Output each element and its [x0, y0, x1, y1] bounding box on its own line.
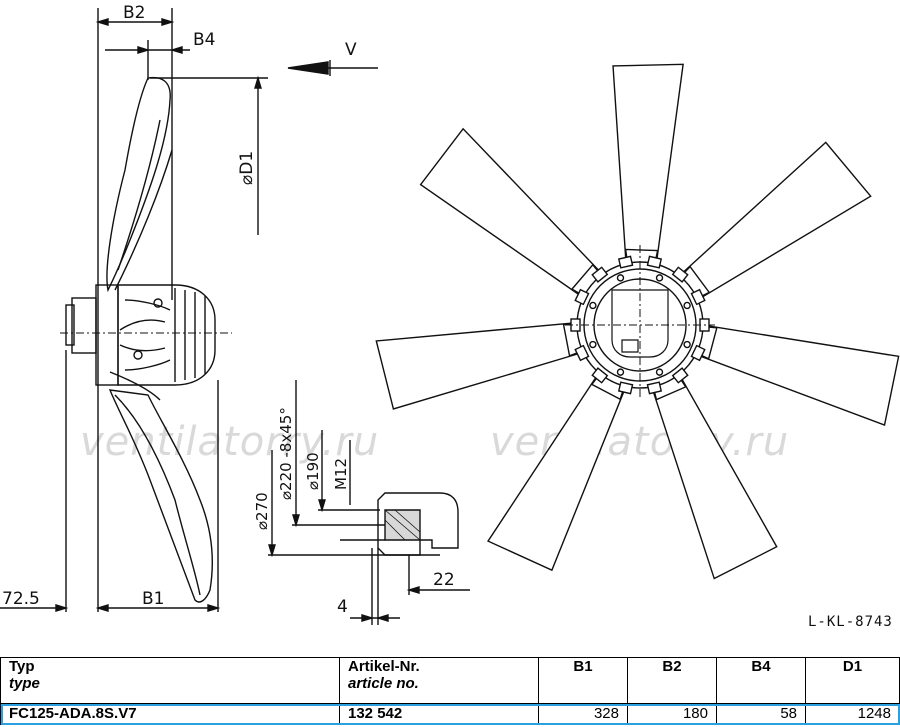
hub-bolt: [616, 368, 625, 376]
header-b1: B1: [538, 656, 628, 705]
hub-lug: [671, 367, 689, 384]
fan-blade: [419, 127, 605, 300]
flange-detail: [268, 380, 470, 625]
watermark-left: ventilatorry.ru: [80, 419, 379, 465]
cell-b4: 58: [716, 703, 806, 725]
hub-bolt: [683, 301, 691, 310]
hub-lug: [690, 288, 706, 306]
hub-bolt: [655, 368, 664, 376]
dim-b1-label: B1: [142, 589, 164, 609]
hub-bolt: [683, 340, 691, 349]
hub-lug: [591, 266, 609, 283]
fan-blades: [375, 63, 900, 580]
dim-v-label: V: [345, 40, 357, 60]
hub-lug: [574, 344, 590, 362]
fan-blade: [612, 63, 684, 269]
fan-blade: [650, 371, 778, 580]
hub-lug: [591, 367, 609, 384]
spec-table: Typ type Artikel-Nr. article no. B1 B2 B…: [0, 656, 900, 725]
hub-lug: [574, 288, 590, 306]
cell-d1: 1248: [805, 703, 900, 725]
watermark-right: ventilatorry.ru: [490, 419, 789, 465]
header-type: Typ type: [0, 656, 340, 705]
cell-b1: 328: [538, 703, 628, 725]
dim-d270-label: ⌀270: [253, 492, 271, 530]
hub-lug: [617, 381, 634, 395]
hub-lug: [690, 344, 706, 362]
dim-d220-label: ⌀220 -8x45°: [277, 407, 295, 500]
dim-b2-label: B2: [123, 3, 145, 23]
cell-b2: 180: [627, 703, 717, 725]
hub-bolt: [589, 340, 597, 349]
fan-technical-drawing: ventilatorry.ru ventilatorry.ru: [0, 3, 900, 630]
dim-4-label: 4: [337, 597, 348, 617]
hub-bolt: [616, 274, 625, 282]
dim-22-label: 22: [433, 570, 455, 590]
table-row[interactable]: FC125-ADA.8S.V7 132 542 328 180 58 1248: [0, 703, 900, 725]
hub-bolt: [655, 274, 664, 282]
header-b4: B4: [716, 656, 806, 705]
dim-d190-label: ⌀190: [304, 452, 322, 490]
fan-blade: [487, 369, 628, 572]
dim-b4-label: B4: [193, 30, 215, 50]
dim-m12-label: M12: [332, 458, 350, 490]
side-view: [0, 8, 378, 612]
hub-bolt: [589, 301, 597, 310]
cell-article: 132 542: [339, 703, 539, 725]
hub-lug: [617, 255, 634, 269]
fan-blade: [375, 321, 587, 410]
hub-lug: [671, 266, 689, 283]
fan-blade: [692, 324, 900, 426]
dim-d1-label: ⌀D1: [237, 151, 257, 185]
hub-lug: [646, 255, 663, 269]
header-b2: B2: [627, 656, 717, 705]
header-d1: D1: [805, 656, 900, 705]
table-header-row: Typ type Artikel-Nr. article no. B1 B2 B…: [0, 656, 900, 705]
drawing-code: L-KL-8743: [808, 614, 893, 630]
header-article: Artikel-Nr. article no.: [339, 656, 539, 705]
dim-offset-label: 72.5: [2, 589, 40, 609]
hub-lug: [646, 381, 663, 395]
hub-bolts: [589, 274, 691, 376]
cell-type: FC125-ADA.8S.V7: [0, 703, 340, 725]
front-view: [375, 63, 900, 580]
